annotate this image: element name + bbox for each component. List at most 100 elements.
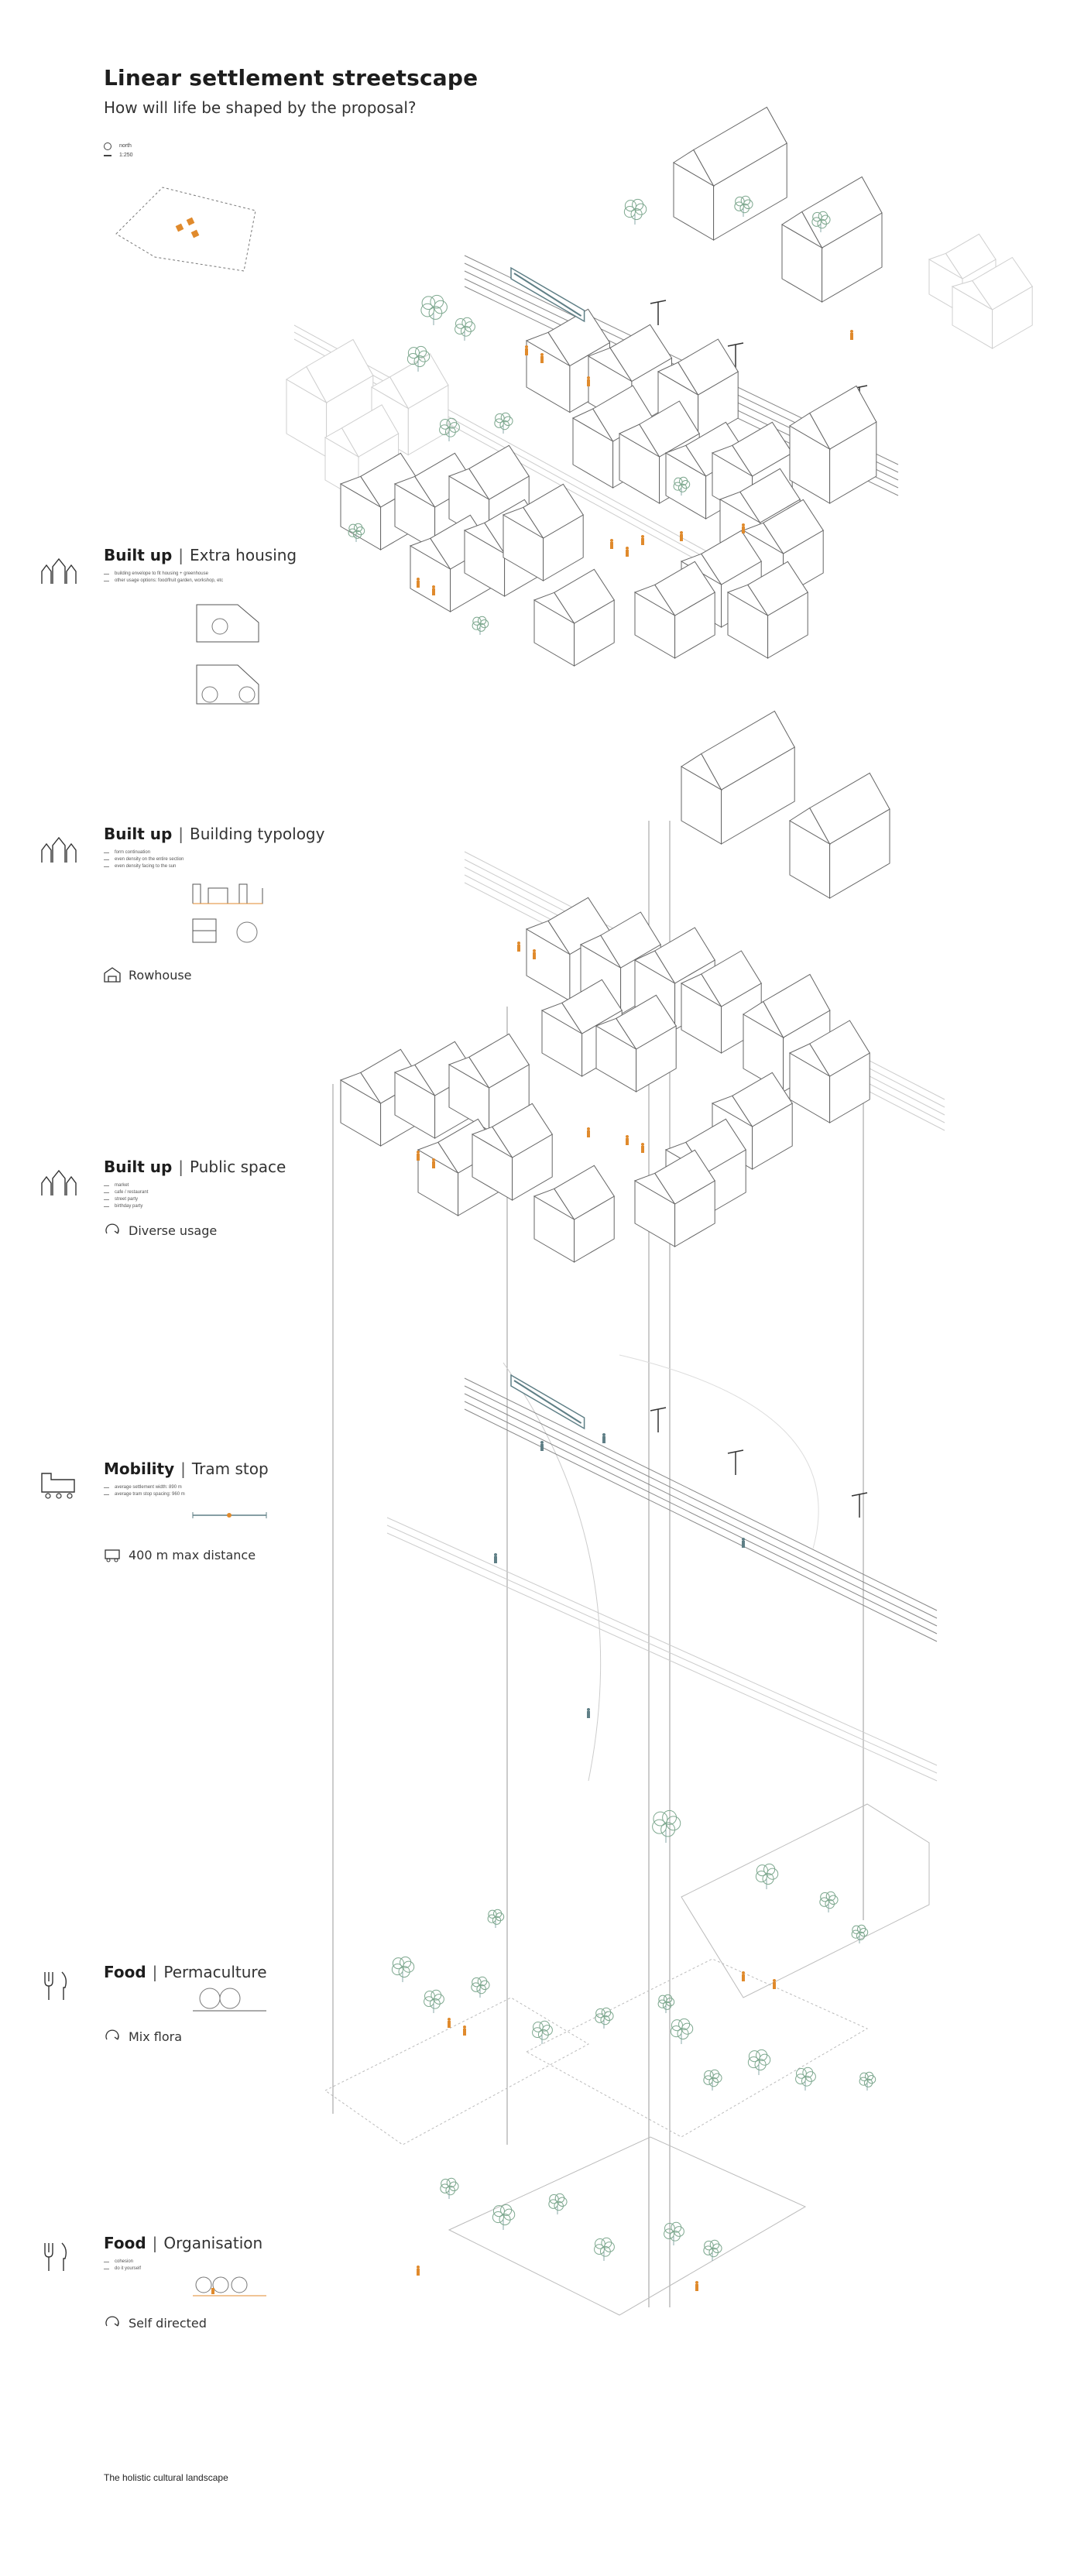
- tree: [548, 2193, 568, 2214]
- section-building-typology: Built up|Building typology form continua…: [104, 825, 325, 983]
- section-category: Food: [104, 1963, 146, 1981]
- section-tram-stop: Mobility|Tram stop average settlement wi…: [104, 1460, 286, 1562]
- person: [432, 585, 435, 595]
- tree: [391, 1956, 415, 1982]
- house: [633, 1149, 715, 1247]
- section-notes: market cafe / restaurant street party bi…: [104, 1182, 286, 1210]
- person: [417, 1151, 420, 1161]
- house: [681, 710, 795, 845]
- tree: [703, 2069, 722, 2091]
- person: [680, 531, 683, 541]
- section-extra-housing: Built up|Extra housing building envelope…: [104, 546, 297, 723]
- tram-distance-sketch: [192, 1512, 267, 1518]
- permaculture-sketch: [193, 1988, 266, 2012]
- person: [463, 2025, 466, 2036]
- fork-knife-icon: [44, 1971, 67, 2000]
- organisation-sketch: [193, 2276, 266, 2296]
- house: [533, 1165, 615, 1263]
- rail: [386, 1525, 938, 1774]
- tree: [406, 345, 431, 372]
- section-public-space: Built up|Public space market cafe / rest…: [104, 1158, 286, 1238]
- catenary-pole: [727, 1449, 744, 1475]
- section-category: Food: [104, 2234, 146, 2252]
- person: [525, 345, 528, 355]
- catenary-pole: [851, 1492, 868, 1518]
- rail: [293, 331, 775, 596]
- legend-item-north: north: [104, 142, 133, 151]
- footer-caption: The holistic cultural landscape: [104, 2472, 228, 2483]
- rail: [386, 1517, 938, 1766]
- tree: [455, 317, 475, 341]
- house: [595, 994, 677, 1092]
- site-key-plan: [115, 187, 256, 272]
- person: [850, 330, 853, 340]
- rail: [464, 1408, 938, 1642]
- greenhouse-sketch: [196, 604, 259, 705]
- section-tag: Mix flora: [104, 2029, 286, 2044]
- rail: [464, 1385, 938, 1619]
- tree: [487, 1909, 505, 1928]
- house: [533, 568, 615, 667]
- house: [633, 561, 715, 659]
- rowhouse-icon: [104, 967, 121, 983]
- tree: [755, 1863, 779, 1889]
- cycle-arrows-icon: [105, 2029, 119, 2040]
- section-category: Built up: [104, 546, 173, 564]
- rail: [293, 324, 775, 589]
- tree: [819, 1891, 839, 1912]
- tree: [657, 1994, 675, 2013]
- tree: [532, 2020, 553, 2044]
- person: [742, 1538, 745, 1548]
- person: [641, 535, 644, 545]
- tree: [492, 2204, 516, 2230]
- house: [673, 106, 787, 241]
- section-tag: Diverse usage: [104, 1223, 286, 1238]
- page-subtitle: How will life be shaped by the proposal?: [104, 98, 417, 117]
- fork-knife-icon: [44, 2242, 67, 2271]
- tree: [734, 195, 753, 217]
- tree: [670, 2018, 694, 2044]
- tram: [510, 266, 585, 323]
- typology-sketch: [192, 883, 263, 943]
- house: [448, 1033, 530, 1131]
- tree: [472, 616, 489, 635]
- person: [626, 547, 629, 557]
- rooftops-icon: [41, 1169, 77, 1195]
- tree: [859, 2071, 876, 2091]
- section-topic: Organisation: [163, 2234, 263, 2252]
- tree: [424, 1989, 444, 2013]
- person: [540, 1441, 544, 1451]
- people: [417, 330, 853, 2291]
- catenary-pole: [727, 342, 744, 368]
- person: [773, 1979, 776, 1989]
- person: [742, 1971, 745, 1981]
- cycle-arrows-icon: [105, 2316, 119, 2327]
- person: [417, 578, 420, 588]
- page-title: Linear settlement streetscape: [104, 65, 479, 91]
- person: [587, 1708, 590, 1718]
- person: [641, 1143, 644, 1153]
- rail: [386, 1532, 938, 1782]
- section-topic: Permaculture: [163, 1963, 267, 1981]
- house: [789, 385, 877, 504]
- person: [533, 949, 536, 959]
- tree: [703, 2239, 722, 2261]
- person: [626, 1135, 629, 1145]
- tree: [439, 417, 460, 441]
- person: [517, 942, 520, 952]
- section-notes: form continuation even density on the en…: [104, 849, 324, 870]
- house: [788, 1020, 870, 1123]
- section-tag: Self directed: [104, 2315, 286, 2331]
- north-arrow-icon: [104, 142, 111, 150]
- section-notes: building envelope to fit housing + green…: [104, 571, 297, 585]
- section-category: Built up: [104, 1158, 173, 1176]
- person: [540, 353, 544, 363]
- house: [781, 176, 883, 303]
- tram: [510, 1374, 585, 1430]
- cycle-arrows-icon: [105, 1223, 119, 1234]
- section-permaculture: Food|Permaculture Mix flora: [104, 1963, 286, 2044]
- house: [502, 483, 584, 581]
- tree: [652, 1809, 681, 1843]
- section-topic: Tram stop: [191, 1460, 269, 1478]
